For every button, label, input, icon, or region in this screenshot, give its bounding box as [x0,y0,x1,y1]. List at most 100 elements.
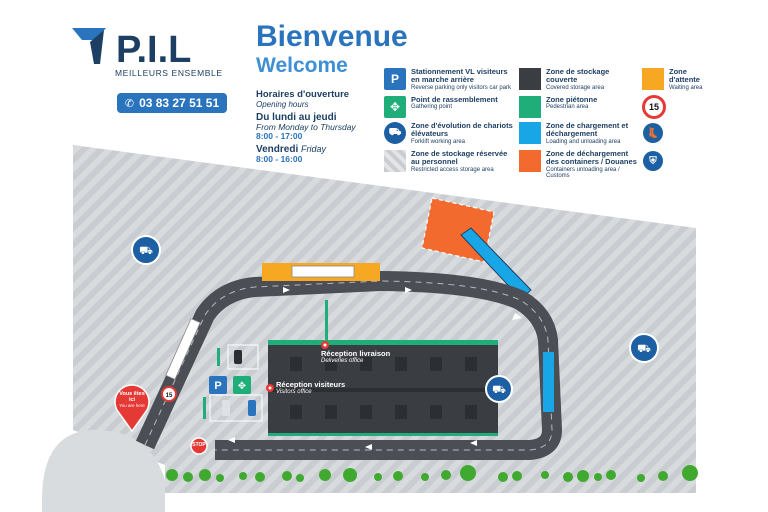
legend-covered-fr: Zone de stockage couverte [546,67,610,85]
legend-item-parking: P Stationnement VL visiteurs en marche a… [384,67,514,91]
vest-icon: ⛨ [643,151,663,171]
phone-button[interactable]: ✆ 03 83 27 51 51 [117,93,227,113]
cyan-swatch [519,122,541,144]
opening-hours: Horaires d'ouverture Opening hours Du lu… [256,89,376,165]
pedestrian-strip-bottom [268,388,498,392]
legend-parking-en: Reverse parking only visitors car park [411,84,512,91]
you-are-here-en: You are here [119,402,145,408]
parked-car-3 [248,400,256,416]
pedestrian-strip-top [268,340,498,345]
waiting-truck [291,265,355,278]
dark-swatch [519,68,541,90]
tree-line [166,465,698,482]
loading-dock-right [543,352,554,412]
mon-thu-en: From Monday to Thursday [256,121,356,132]
legend-loading-en: Loading and unloading area [546,138,621,145]
welcome-title-fr: Bienvenue [256,20,408,53]
svg-text:⛟: ⛟ [139,244,153,257]
loading-ramp-diagonal [460,227,532,300]
location-pin-icon [266,384,274,392]
road-truck [165,318,201,380]
forklift-icon: ⛟ [629,333,659,363]
legend-forklift-fr: Zone d'évolution de chariots élévateurs [411,121,513,139]
friday-fr: Vendredi [256,143,299,155]
you-are-here-pin [114,384,150,433]
pedestrian-path-vertical [325,300,328,340]
speed-limit-icon: 15 [642,95,666,119]
delivery-office-fr: Réception livraison [321,349,391,358]
visitors-office-fr: Réception visiteurs [276,380,346,389]
logo-tagline: MEILLEURS ENSEMBLE [115,68,223,78]
entrance-mound [42,430,165,512]
legend-restricted-en: Restricted access storage area [411,166,494,173]
svg-text:⛟: ⛟ [492,383,506,396]
friday-time: 8:00 - 16:00 [256,153,303,164]
legend-restricted-fr: Zone de stockage réservée au personnel [411,149,508,167]
legend-covered-en: Covered storage area [546,84,605,91]
delivery-office-label: Réception livraison Deliveries office [321,350,390,364]
legend-waiting-fr: Zone d'attente [669,67,700,85]
orange-swatch [519,150,541,172]
legend-forklift-en: Forklift working area [411,138,466,145]
welcome-title-en: Welcome [256,54,348,77]
location-pin-icon [321,341,329,349]
road-arrows [228,287,522,450]
logo-wordmark: P.I.L [116,29,191,71]
legend-gathering-fr: Point de rassemblement [411,95,498,104]
gathering-point-icon: ✥ [233,376,251,394]
legend-item-speed: 15 [642,95,666,119]
phone-number: 03 83 27 51 51 [139,96,220,110]
phone-icon: ✆ [124,97,135,110]
stop-sign-label: STOP [192,442,206,448]
legend-loading-fr: Zone de chargement et déchargement [546,121,629,139]
you-are-here-label: Vous êtes ici You are here [117,391,147,408]
parking-green-marker-1 [217,348,220,366]
parked-car-2 [222,400,230,416]
gathering-point-icon: ✥ [384,96,406,118]
stop-sign-icon [190,437,208,455]
visitors-office-label: Réception visiteurs Visitors office [276,381,345,395]
speed-limit-icon: 15 [161,386,177,402]
parking-green-marker-2 [203,397,206,419]
friday-en: Friday [301,143,327,154]
legend-parking-fr: Stationnement VL visiteurs en marche arr… [411,67,508,85]
forklift-icon: ⛟ [384,122,406,144]
legend-waiting-en: Waiting area [669,84,703,91]
mon-thu-fr: Du lundi au jeudi [256,111,337,123]
hours-title-en: Opening hours [256,99,309,109]
legend-gathering-en: Gathering point [411,104,453,111]
legend-customs-en: Containers unloading area / Customs [546,166,620,180]
green-swatch [519,96,541,118]
forklift-icon: ⛟ [131,235,161,265]
svg-text:✥: ✥ [238,381,246,392]
hours-title-fr: Horaires d'ouverture [256,89,350,100]
yellow-swatch [642,68,664,90]
parking-icon: P [209,376,227,394]
pil-logo: P.I.L [72,28,191,71]
visitor-parking [209,344,263,422]
legend-item-forklift: ⛟ Zone d'évolution de chariots élévateur… [384,121,514,145]
parked-car-1 [234,350,242,364]
safety-shoe-icon: 👢 [643,123,663,143]
svg-text:P: P [214,380,221,392]
legend-customs-fr: Zone de déchargement des containers / Do… [546,149,637,167]
svg-text:⛟: ⛟ [637,342,651,355]
pedestrian-path-bottom [268,433,498,436]
visitors-office-en: Visitors office [276,388,312,395]
you-are-here-fr: Vous êtes ici [119,391,145,403]
parking-icon: P [384,68,406,90]
svg-text:15: 15 [166,393,173,399]
forklift-icon: ⛟ [485,375,513,403]
legend-pedestrian-fr: Zone piétonne [546,95,598,104]
legend-pedestrian-en: Pedestrian area [546,104,589,111]
hatched-swatch [384,150,406,172]
covered-storage-building [268,340,498,435]
delivery-office-en: Deliveries office [321,357,364,364]
friday-label: Vendredi Friday [256,144,376,155]
